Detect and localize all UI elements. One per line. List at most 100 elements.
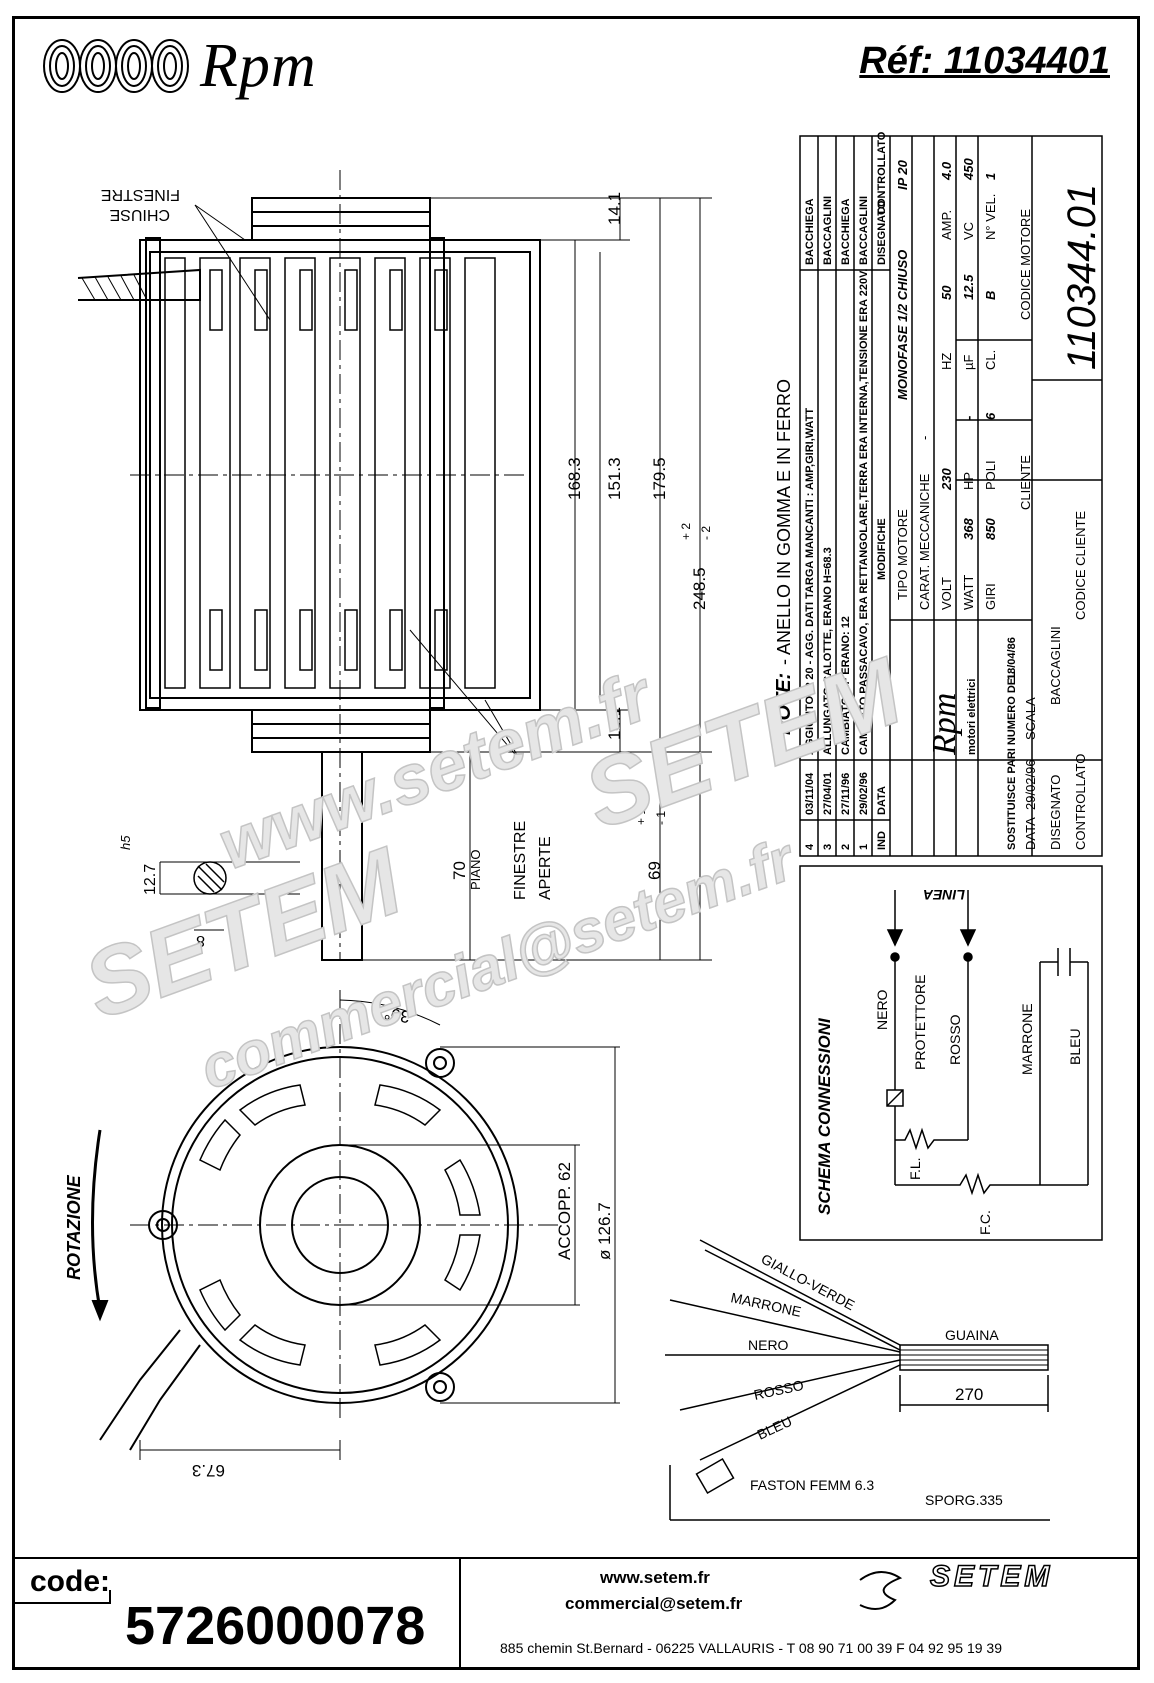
dim-12-7: 12.7 [142, 864, 159, 895]
rev-2-ind: 2 [840, 844, 852, 850]
dim-14-1-top: 14.1 [605, 192, 624, 225]
lbl-codice-cliente: CODICE CLIENTE [1073, 511, 1088, 620]
dim-70: 70 [450, 861, 469, 880]
cable-nero: NERO [748, 1337, 789, 1353]
schema-fl: F.L. [907, 1157, 923, 1180]
dim-14-1-bottom: 14.1 [605, 707, 624, 740]
front-view-dimensions: 30° ACCOPP. 62 ø 126.7 67.3 ROTAZIONE [64, 999, 620, 1480]
hdr-data: DATA [876, 786, 888, 815]
watermark: www.setem.fr SETEM SETEM commercial@sete… [70, 637, 917, 1103]
val-codice-motore: 110344.01 [1060, 184, 1104, 370]
tol-h5: h5 [118, 835, 133, 850]
hdr-ind: IND [876, 831, 888, 850]
hdr-modifiche: MODIFICHE [876, 518, 888, 580]
label-finestre-chiuse: FINESTRE [101, 186, 180, 203]
rpm-logo: Rpm [40, 26, 317, 106]
schema-linea: LINEA [923, 887, 965, 903]
label-piano: PIANO [468, 850, 483, 890]
shaft-section: 12.7 8 h5 [118, 835, 300, 949]
tol-plus-1: + 1 [634, 808, 648, 825]
lbl-codice-motore: CODICE MOTORE [1018, 209, 1033, 320]
lbl-amp: AMP. [939, 210, 954, 240]
schema-protettore: PROTETTORE [912, 975, 928, 1070]
side-view [77, 170, 541, 961]
notes: NOTE: - ANELLO IN GOMMA E IN FERRO [773, 379, 795, 735]
note-title: NOTE: [773, 673, 795, 735]
cable-guaina: GUAINA [945, 1327, 999, 1343]
rev-3-by: BACCAGLINI [822, 196, 834, 265]
setem-logo-icon [859, 1571, 903, 1610]
val-tipo-motore: MONOFASE 1/2 CHIUSO [895, 250, 910, 400]
schema-fc: F.C. [977, 1210, 993, 1235]
schema-nero: NERO [874, 989, 890, 1030]
val-sostituisce-date: 18/04/86 [1006, 637, 1018, 680]
drawing-sheet [12, 16, 1140, 1670]
dim-69: 69 [645, 861, 664, 880]
val-data: 29/02/96 [1023, 759, 1038, 810]
val-cl: B [983, 291, 998, 300]
lbl-controllato: CONTROLLATO [1073, 754, 1088, 850]
schema-marrone: MARRONE [1019, 1003, 1035, 1075]
lbl-cl: CL. [983, 350, 998, 370]
val-volt: 230 [939, 468, 954, 491]
schema-bleu: BLEU [1067, 1028, 1083, 1065]
lbl-disegnato: DISEGNATO [1048, 775, 1063, 850]
val-hp: - [961, 416, 976, 420]
lbl-vc: VC [961, 222, 976, 240]
dim-168-3: 168.3 [565, 457, 584, 500]
rev-2-text: CAMBIATO MF ERANO: 12 [840, 616, 852, 755]
val-n-vel: 1 [983, 173, 998, 180]
cable-bleu: BLEU [755, 1413, 795, 1443]
footer-address: 885 chemin St.Bernard - 06225 VALLAURIS … [500, 1640, 1002, 1656]
setem-logo: SETEM [929, 1559, 1054, 1594]
rev-4-date: 03/11/04 [804, 772, 816, 815]
footer-email[interactable]: commercial@setem.fr [565, 1594, 743, 1613]
dim-179-5: 179.5 [650, 457, 669, 500]
rev-4-by: BACCHIEGA [804, 198, 816, 265]
rev-2-by: BACCHIEGA [840, 198, 852, 265]
lbl-n-vel: N° VEL. [983, 194, 998, 240]
lbl-uf: µF [961, 355, 976, 370]
lbl-carat-meccaniche: CARAT. MECCANICHE [917, 473, 932, 610]
hdr-controllato: CONTROLLATO [876, 131, 888, 215]
cable-detail: GIALLO-VERDE MARRONE NERO ROSSO BLEU GUA… [665, 1239, 1050, 1521]
coil-logo-icon [43, 39, 189, 93]
side-view-dimensions: 14.1 168.3 151.3 179.5 248.5 + 2 - 2 14.… [101, 186, 713, 961]
rev-2-date: 27/11/96 [840, 773, 852, 815]
tol-minus: - 2 [699, 526, 713, 540]
val-vc: 450 [961, 158, 976, 181]
tol-minus-1: - 1 [654, 811, 668, 825]
rev-3-date: 27/04/01 [822, 772, 834, 815]
dim-151-3: 151.3 [605, 457, 624, 500]
cable-faston: FASTON FEMM 6.3 [750, 1477, 874, 1493]
val-giri: 850 [983, 518, 998, 540]
label-chiuse: CHIUSE [110, 206, 170, 223]
rev-3-text: ALLUNGATO CALOTTE, ERANO H=68.3 [822, 547, 834, 755]
label-aperte: APERTE [537, 836, 554, 900]
footer-website[interactable]: www.setem.fr [600, 1568, 710, 1587]
lbl-tipo-motore: TIPO MOTORE [895, 509, 910, 600]
rev-4-text: AGGIUNTO IP 20 - AGG. DATI TARGA MANCANT… [804, 408, 816, 755]
footer-lines [12, 1557, 1140, 1670]
cable-length: 270 [955, 1385, 983, 1404]
lbl-scala: SCALA [1023, 697, 1038, 740]
dim-8: 8 [196, 932, 205, 949]
label-rotazione: ROTAZIONE [64, 1174, 84, 1280]
rev-1-by: BACCAGLINI [858, 196, 870, 265]
title-block-company-sub: motori elettrici [966, 679, 978, 755]
lbl-watt: WATT [961, 575, 976, 610]
val-poli: 6 [983, 412, 998, 420]
lbl-giri: GIRI [983, 583, 998, 610]
lbl-cliente: CLIENTE [1018, 455, 1033, 510]
cable-rosso: ROSSO [752, 1377, 805, 1403]
lbl-hp: HP [961, 472, 976, 490]
dim-diameter-126-7: ø 126.7 [595, 1202, 614, 1260]
dim-67-3: 67.3 [192, 1461, 225, 1480]
dim-30-deg: 30° [383, 1003, 412, 1026]
rev-3-ind: 3 [822, 844, 834, 850]
lbl-hz: HZ [939, 353, 954, 370]
note-item: - ANELLO IN GOMMA E IN FERRO [774, 379, 794, 665]
rev-4-ind: 4 [804, 843, 816, 850]
rev-1-text: CAMBIATO PASSACAVO, ERA RETTANGOLARE,TER… [858, 269, 870, 756]
